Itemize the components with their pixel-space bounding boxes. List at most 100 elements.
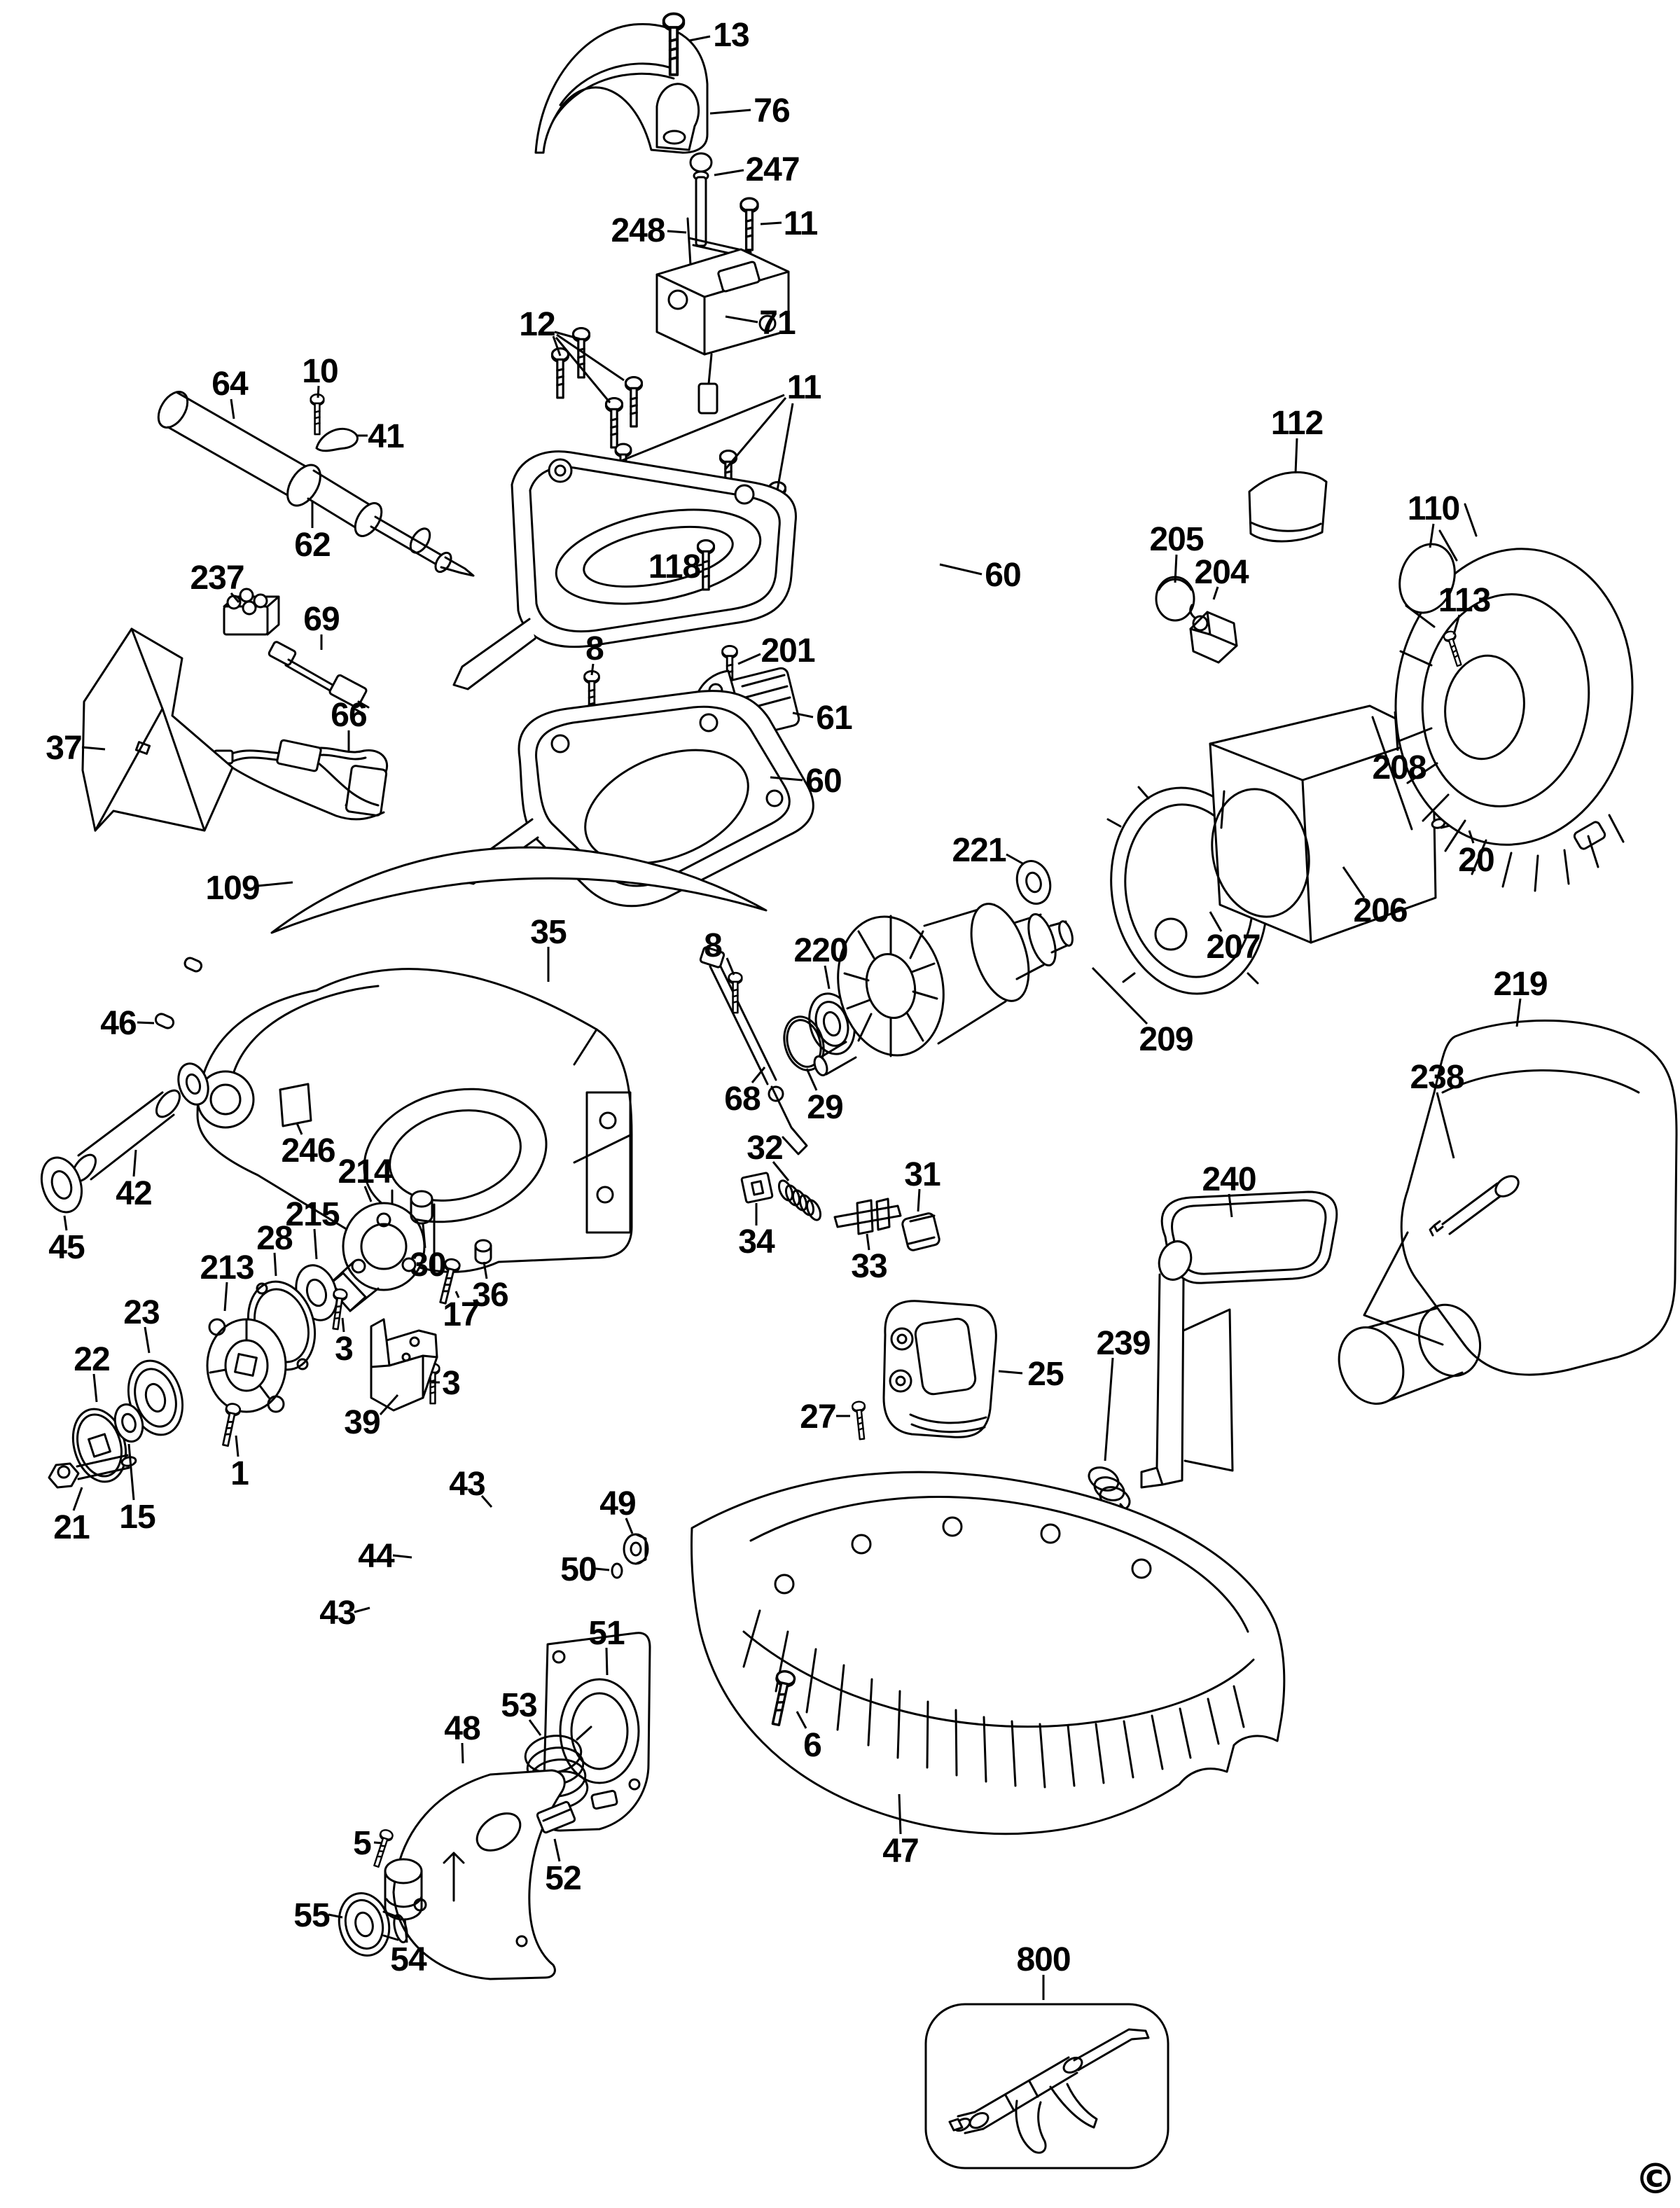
part-label-64: 64: [211, 366, 249, 403]
leader-line: [554, 331, 581, 340]
leader-line: [805, 1068, 818, 1091]
leader-line: [723, 397, 787, 471]
part-48-inner-guard-drawing: [392, 1769, 566, 1980]
part-206-field-drawing: [1209, 704, 1437, 944]
part-label-109: 109: [205, 870, 259, 907]
leader-line: [1515, 998, 1522, 1027]
leader-line: [1174, 554, 1178, 583]
part-label-33: 33: [851, 1248, 887, 1285]
part-109-blade-drawing: [270, 846, 768, 934]
leader-line: [81, 746, 106, 751]
part-37-kerf-plate-drawing: [81, 627, 234, 832]
part-50-oring-drawing: [611, 1562, 623, 1579]
part-label-71: 71: [759, 305, 796, 342]
leader-line: [726, 957, 735, 975]
part-label-44: 44: [358, 1538, 395, 1575]
part-49-roller-drawing: [623, 1533, 649, 1565]
part-label-246: 246: [281, 1132, 335, 1169]
part-label-48: 48: [444, 1710, 480, 1747]
part-label-51: 51: [588, 1615, 625, 1652]
part-label-23: 23: [123, 1294, 159, 1331]
leader-line: [772, 1161, 790, 1181]
leader-line: [917, 1188, 921, 1212]
leader-line: [528, 1719, 542, 1736]
part-label-53: 53: [501, 1687, 536, 1724]
part-69-cable-drawing: [268, 641, 370, 716]
part-label-247: 247: [745, 151, 799, 188]
part-label-30: 30: [410, 1247, 445, 1284]
leader-line: [230, 398, 235, 419]
leader-line: [373, 1841, 383, 1845]
part-label-35: 35: [530, 914, 567, 951]
leader-line: [760, 221, 782, 225]
part-label-60: 60: [985, 557, 1020, 594]
copyright-symbol: ©: [1634, 2155, 1676, 2204]
part-label-46: 46: [100, 1005, 136, 1042]
part-10-screw-drawing: [310, 393, 325, 436]
leader-line: [1468, 830, 1475, 844]
part-238-bolt-drawing: [1429, 1175, 1520, 1237]
part-110-pad-drawing: [1398, 543, 1456, 614]
part-label-237: 237: [190, 560, 244, 597]
part-label-213: 213: [200, 1249, 254, 1286]
part-label-3: 3: [442, 1365, 460, 1402]
leader-line: [235, 1435, 239, 1457]
part-label-39: 39: [344, 1404, 380, 1441]
part-label-10: 10: [302, 353, 338, 390]
leader-line: [1104, 1357, 1114, 1461]
leader-line: [392, 1554, 412, 1559]
part-label-43: 43: [319, 1595, 355, 1632]
part-35-arm-drawing: [196, 968, 633, 1273]
part-label-112: 112: [1271, 405, 1323, 442]
part-112-pad-drawing: [1248, 471, 1328, 543]
leader-line: [1342, 866, 1366, 898]
part-52-pad-drawing: [536, 1800, 576, 1834]
leader-line: [1212, 586, 1219, 600]
leader-line: [555, 337, 611, 403]
leader-line: [898, 1793, 902, 1835]
part-label-208: 208: [1372, 749, 1426, 786]
part-39-bracket-drawing: [370, 1318, 438, 1412]
leader-line: [625, 1518, 634, 1534]
part-label-214: 214: [338, 1153, 392, 1190]
leader-line: [695, 563, 704, 567]
leader-line: [63, 1215, 68, 1231]
leader-line: [454, 1291, 460, 1298]
part-label-11: 11: [787, 369, 821, 406]
part-label-27: 27: [800, 1398, 835, 1436]
part-label-204: 204: [1194, 554, 1249, 591]
leader-line: [403, 1918, 408, 1943]
part-label-113: 113: [1438, 582, 1490, 619]
part-204-brush-drawing: [1189, 604, 1238, 664]
part-label-5: 5: [353, 1825, 371, 1862]
leader-line: [422, 1223, 426, 1249]
part-51-cam-plate-drawing: [542, 1632, 651, 1832]
leader-line: [1452, 614, 1461, 635]
leader-line: [605, 1647, 609, 1676]
part-54-sleeve-drawing: [384, 1858, 423, 1921]
part-label-15: 15: [119, 1499, 155, 1536]
part-219-dust-bag-drawing: [1338, 1019, 1678, 1405]
part-label-45: 45: [48, 1229, 85, 1266]
leader-line: [866, 1233, 870, 1251]
leader-line: [379, 1394, 399, 1415]
leader-line: [341, 1317, 345, 1333]
part-label-60: 60: [805, 763, 841, 800]
leader-line: [688, 35, 711, 42]
part-label-41: 41: [368, 418, 404, 455]
part-label-221: 221: [952, 832, 1006, 869]
part-36-nut-drawing: [474, 1239, 492, 1265]
leader-line: [939, 563, 983, 576]
part-33-lock-pin-drawing: [833, 1197, 902, 1235]
part-label-28: 28: [256, 1220, 293, 1257]
part-label-52: 52: [545, 1860, 581, 1897]
leader-line: [72, 1487, 83, 1511]
part-64-rail-drawing: [157, 391, 383, 537]
part-label-6: 6: [803, 1727, 821, 1764]
part-label-205: 205: [1149, 521, 1203, 558]
part-label-215: 215: [285, 1196, 339, 1233]
leader-line: [132, 1149, 137, 1177]
part-label-69: 69: [303, 601, 339, 638]
leader-line: [796, 1711, 807, 1729]
part-209-armature-drawing: [813, 903, 1074, 1076]
